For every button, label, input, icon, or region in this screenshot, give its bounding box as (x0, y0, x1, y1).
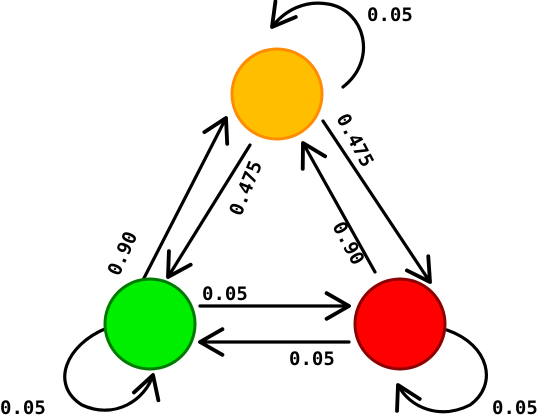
label-green-to-red: 0.05 (202, 283, 248, 305)
label-yellow-self: 0.05 (367, 4, 413, 26)
edge-yellow-self (270, 0, 366, 89)
label-red-to-green: 0.05 (289, 348, 335, 370)
state-node-yellow (230, 47, 324, 141)
edge-red-to-yellow (300, 141, 377, 274)
label-red-self: 0.05 (492, 397, 538, 419)
edge-green-self (63, 326, 161, 412)
state-node-red (353, 277, 447, 371)
edge-red-self (395, 328, 488, 414)
state-node-green (103, 277, 197, 371)
edge-yellow-to-red (321, 119, 432, 284)
label-yellow-to-green: 0.475 (225, 158, 267, 219)
label-yellow-to-red: 0.475 (332, 110, 378, 171)
label-green-to-yellow: 0.90 (103, 228, 142, 279)
edge-green-to-yellow (140, 116, 230, 284)
label-green-self: 0.05 (0, 397, 46, 419)
label-red-to-yellow: 0.90 (328, 218, 369, 269)
edge-yellow-to-green (166, 143, 252, 279)
